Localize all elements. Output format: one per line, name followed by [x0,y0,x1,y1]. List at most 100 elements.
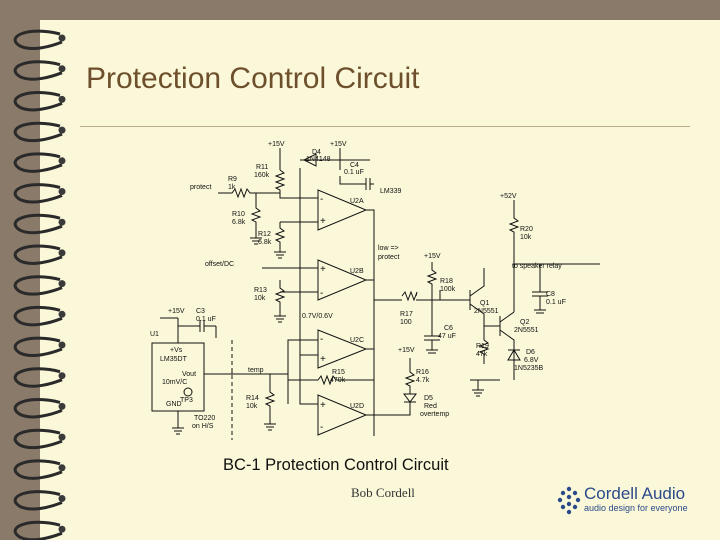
label-r14-val: 10k [246,403,258,410]
binding-coil [13,398,63,419]
label-c4-val: 0.1 uF [344,169,364,176]
label-u2b: U2B [350,268,364,275]
binding-coil [13,152,63,173]
cordell-audio-logo: Cordell Audio audio design for everyone [556,484,696,518]
binding-coil [13,91,63,112]
binding-coil [13,244,63,265]
label-u1-vout: Vout [182,371,196,378]
label-r14: R14 [246,395,259,402]
logo-tagline: audio design for everyone [584,503,688,513]
label-r16: R16 [416,369,429,376]
slide-page [40,20,720,540]
binding-coil [13,60,63,81]
label-c3: C3 [196,308,205,315]
label-u1-part: LM35DT [160,356,188,363]
label-q1-part: 2N5551 [474,308,499,315]
label-d6-part: 1N5235B [514,365,544,372]
label-r11: R11 [256,164,268,171]
label-c6-val: 47 uF [438,333,456,340]
label-plus52: +52V [500,193,517,200]
label-d6-val: 6.8V [524,357,539,364]
binding-coil [13,428,63,450]
binding-hole [58,402,66,410]
label-r15-val: 470k [330,377,346,384]
label-d6: D6 [526,349,535,356]
binding-hole [58,280,66,288]
label-q2: Q2 [520,319,529,326]
label-r17: R17 [400,311,413,318]
binding-coil [13,305,63,327]
spiral-binding [13,29,66,540]
label-q1: Q1 [480,300,489,307]
label-c6: C6 [444,325,453,332]
label-u2c: U2C [350,337,364,344]
binding-coil [13,367,63,388]
binding-coil [13,213,63,235]
label-plus15-a: +15V [268,141,285,148]
label-r16-val: 4.7k [416,377,430,384]
svg-text:+: + [320,216,326,227]
binding-hole [58,157,66,165]
binding-hole [58,310,66,318]
title-rule [80,126,690,127]
label-r12: R12 [258,231,271,238]
comparator-u2a [317,189,368,231]
svg-text:-: - [320,288,323,299]
binding-coil [13,459,63,480]
author-name: Bob Cordell [351,485,415,500]
svg-text:+: + [320,354,326,365]
binding-coil [13,520,63,540]
comparator-u2b [317,259,368,301]
protection-circuit-schematic: +15V +15V D4 1N4148 C4 0.1 uF R11 160k R… [150,141,600,440]
binding-coil [13,275,63,296]
binding-hole [58,495,66,502]
binding-hole [58,372,66,380]
logo-name: Cordell Audio [584,484,686,503]
binding-hole [58,188,66,195]
comparator-u2d [317,394,368,436]
label-plus15-c: +15V [424,253,441,260]
label-r12-val: 6.8k [258,239,272,246]
label-r15: R15 [332,369,345,376]
label-d4: D4 [312,149,321,156]
binding-hole [58,95,66,103]
label-r19: R19 [476,343,489,350]
label-r10-val: 6.8k [232,219,246,226]
label-low-protect-1: low => [378,245,399,252]
label-c8-val: 0.1 uF [546,299,566,306]
binding-hole [58,126,66,134]
label-u2d: U2D [350,403,364,410]
label-heatsink-1: TO220 [194,415,215,422]
binding-coil [13,336,63,357]
binding-coil [13,183,63,204]
label-u1: U1 [150,331,159,338]
binding-hole [58,249,66,257]
label-r18-val: 100k [440,286,456,293]
label-d5: D5 [424,395,433,402]
slide-title: Protection Control Circuit [86,62,420,95]
label-u1-gnd: GND [166,401,182,408]
label-to-speaker-relay: to speaker relay [512,263,562,270]
comparator-u2c [317,329,368,369]
binding-hole [58,218,66,226]
label-r11-val: 160k [254,172,270,179]
label-r18: R18 [440,278,453,285]
label-r19-val: 47k [476,351,488,358]
label-u1-scale: 10mV/C [162,379,187,386]
label-d4-part: 1N4148 [306,156,331,163]
binding-coil [13,121,63,143]
svg-text:-: - [320,422,323,433]
binding-hole [58,65,66,73]
label-r9-val: 1k [228,184,236,191]
label-tp3: TP3 [180,397,193,404]
label-temp: temp [248,367,264,374]
label-r13-val: 10k [254,295,266,302]
label-protect: protect [190,184,211,191]
diagram-caption: BC-1 Protection Control Circuit [223,456,449,474]
label-plus15-e: +15V [398,347,415,354]
label-offset-dc: offset/DC [205,261,234,268]
label-u1-vs: +Vs [170,347,183,354]
binding-hole [58,341,66,349]
label-thresholds: 0.7V/0.6V [302,313,333,320]
svg-text:-: - [320,334,323,345]
